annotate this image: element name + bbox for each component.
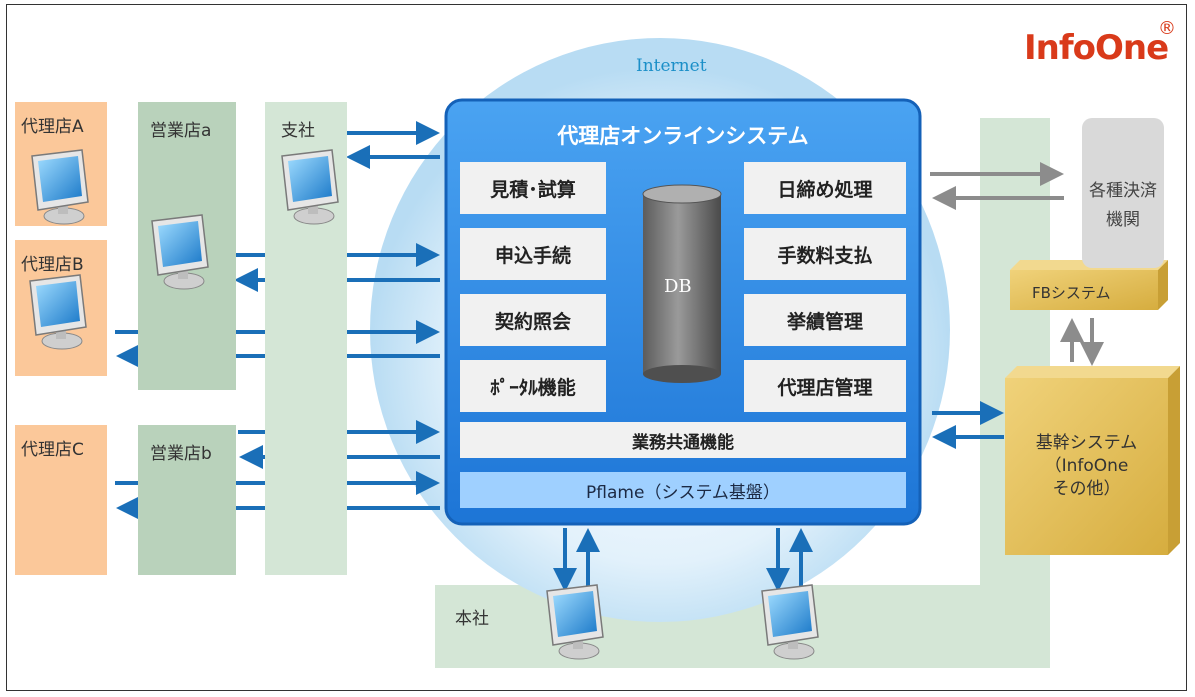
- core-system-line1: 基幹システム: [1035, 433, 1138, 453]
- core-arrows: [932, 401, 1004, 449]
- settlement-institutions: 各種決済 機関: [1082, 118, 1164, 268]
- core-system-line3: その他）: [1052, 479, 1121, 499]
- agency-c: 代理店C: [15, 425, 107, 575]
- core-system-box: [1005, 366, 1180, 555]
- agency-b: 代理店B: [15, 240, 107, 376]
- infoone-logo: InfoOne: [1024, 28, 1169, 68]
- module-performance: 挙績管理: [744, 294, 906, 346]
- agency-a: 代理店A: [15, 102, 107, 226]
- platform-bar: Pflame（システム基盤）: [460, 472, 906, 508]
- common-functions: 業務共通機能: [460, 422, 906, 458]
- settlement-line1: 各種決済: [1089, 181, 1157, 201]
- module-application: 申込手続: [460, 228, 606, 280]
- regional-office-label: 支社: [281, 121, 315, 141]
- head-office-label: 本社: [455, 609, 489, 629]
- module-daily-closing: 日締め処理: [744, 162, 906, 214]
- system-title: 代理店オンラインシステム: [557, 124, 809, 148]
- branch-b: 営業店b: [138, 425, 236, 575]
- branch-b-label: 営業店b: [150, 444, 212, 464]
- settlement-line2: 機関: [1106, 210, 1140, 230]
- module-commission: 手数料支払: [744, 228, 906, 280]
- fb-system-label: FBシステム: [1032, 284, 1111, 302]
- agency-a-label: 代理店A: [21, 117, 84, 137]
- internet-label: Internet: [636, 56, 707, 76]
- module-agency-management: 代理店管理: [744, 360, 906, 412]
- bottom-arrows: [553, 528, 813, 592]
- diagram-frame: [6, 4, 1187, 691]
- module-estimate: 見積･試算: [460, 162, 606, 214]
- db-label: DB: [664, 276, 692, 297]
- db-cylinder: [642, 184, 722, 383]
- agency-c-label: 代理店C: [21, 440, 84, 460]
- branch-a: 営業店a: [138, 102, 236, 390]
- core-system-label: 基幹システム （InfoOne その他）: [1005, 432, 1168, 501]
- branch-a-label: 営業店a: [150, 121, 212, 141]
- registered-mark: ®: [1158, 18, 1176, 39]
- core-system-line2: （InfoOne: [1044, 456, 1129, 476]
- regional-office: 支社: [265, 102, 347, 575]
- agency-b-label: 代理店B: [21, 255, 84, 275]
- settlement-arrows: [930, 162, 1104, 366]
- module-portal: ﾎﾟｰﾀﾙ機能: [460, 360, 606, 412]
- module-contract-inquiry: 契約照会: [460, 294, 606, 346]
